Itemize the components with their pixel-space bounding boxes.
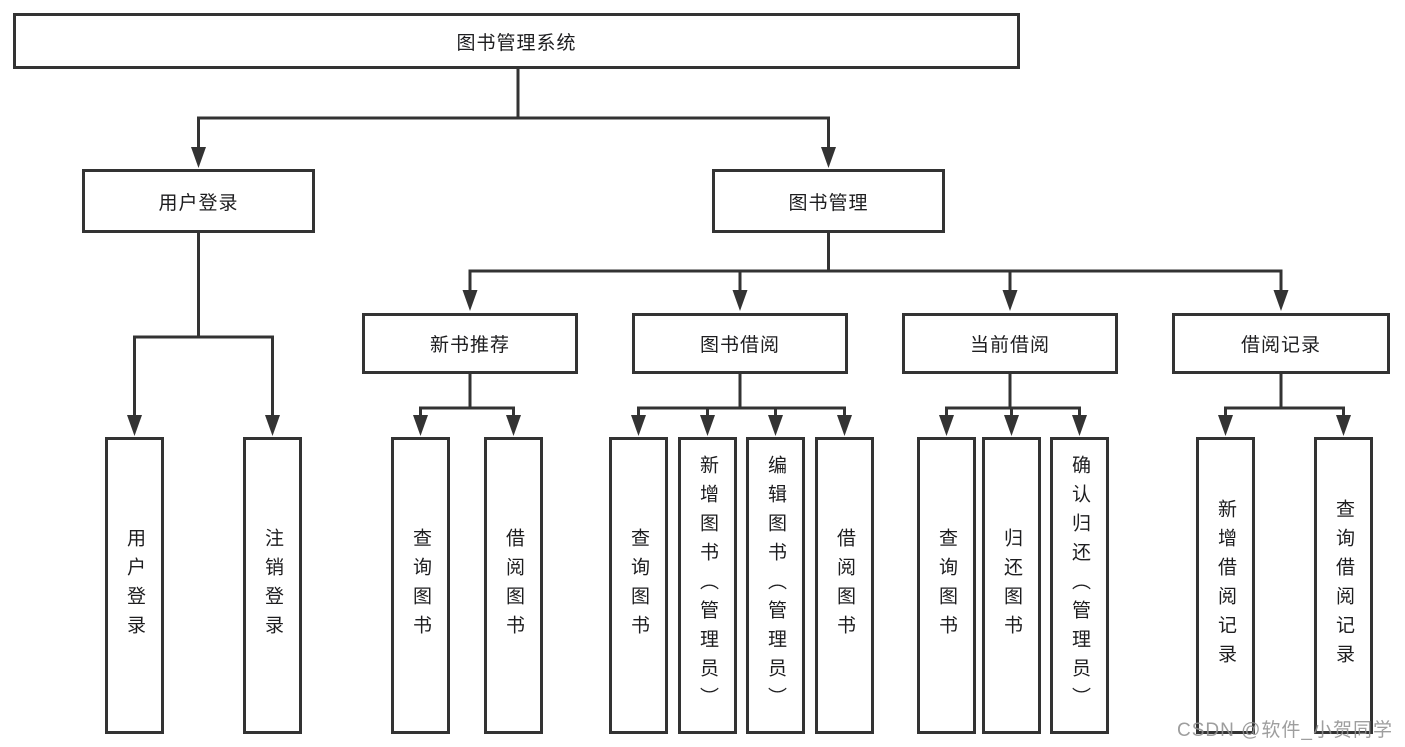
node-leaf-query-books-borrow: 查询图书 [609, 437, 668, 734]
node-leaf-borrow-books-label: 借阅图书 [834, 527, 855, 644]
node-leaf-logout: 注销登录 [243, 437, 302, 734]
node-leaf-query-books-borrow-label: 查询图书 [628, 527, 649, 644]
node-root: 图书管理系统 [13, 13, 1020, 69]
node-book-management-label: 图书管理 [788, 192, 869, 214]
node-current-borrow: 当前借阅 [902, 313, 1118, 374]
node-leaf-edit-books-admin-label: 编辑图书（管理员） [765, 455, 786, 716]
node-leaf-add-books-admin-label: 新增图书（管理员） [697, 455, 718, 716]
node-leaf-return-books-label: 归还图书 [1001, 527, 1022, 644]
node-leaf-add-borrow-record: 新增借阅记录 [1196, 437, 1255, 734]
node-book-borrow: 图书借阅 [632, 313, 848, 374]
node-user-login: 用户登录 [82, 169, 315, 233]
node-book-management: 图书管理 [712, 169, 945, 233]
node-leaf-add-borrow-record-label: 新增借阅记录 [1215, 498, 1236, 673]
node-leaf-logout-label: 注销登录 [262, 527, 283, 644]
node-leaf-confirm-return-admin-label: 确认归还（管理员） [1069, 455, 1090, 716]
node-leaf-return-books: 归还图书 [982, 437, 1041, 734]
node-new-book-recommend-label: 新书推荐 [429, 335, 510, 356]
node-leaf-user-login-label: 用户登录 [124, 527, 145, 644]
node-leaf-query-books-recommend: 查询图书 [391, 437, 450, 734]
node-leaf-query-books-current: 查询图书 [917, 437, 976, 734]
node-root-label: 图书管理系统 [456, 32, 577, 54]
node-leaf-query-books-recommend-label: 查询图书 [410, 527, 431, 644]
node-leaf-query-books-current-label: 查询图书 [936, 527, 957, 644]
node-leaf-borrow-books: 借阅图书 [815, 437, 874, 734]
node-borrow-records-label: 借阅记录 [1240, 335, 1321, 356]
node-leaf-borrow-books-recommend-label: 借阅图书 [503, 527, 524, 644]
node-leaf-user-login: 用户登录 [105, 437, 164, 734]
node-leaf-confirm-return-admin: 确认归还（管理员） [1050, 437, 1109, 734]
node-current-borrow-label: 当前借阅 [969, 335, 1050, 356]
node-leaf-borrow-books-recommend: 借阅图书 [484, 437, 543, 734]
watermark: CSDN @软件_小贺同学 [1177, 720, 1393, 741]
node-borrow-records: 借阅记录 [1172, 313, 1390, 374]
node-leaf-add-books-admin: 新增图书（管理员） [678, 437, 737, 734]
node-leaf-query-borrow-record-label: 查询借阅记录 [1333, 498, 1354, 673]
node-book-borrow-label: 图书借阅 [699, 335, 780, 356]
node-leaf-edit-books-admin: 编辑图书（管理员） [746, 437, 805, 734]
node-leaf-query-borrow-record: 查询借阅记录 [1314, 437, 1373, 734]
node-new-book-recommend: 新书推荐 [362, 313, 578, 374]
node-user-login-label: 用户登录 [158, 192, 239, 214]
